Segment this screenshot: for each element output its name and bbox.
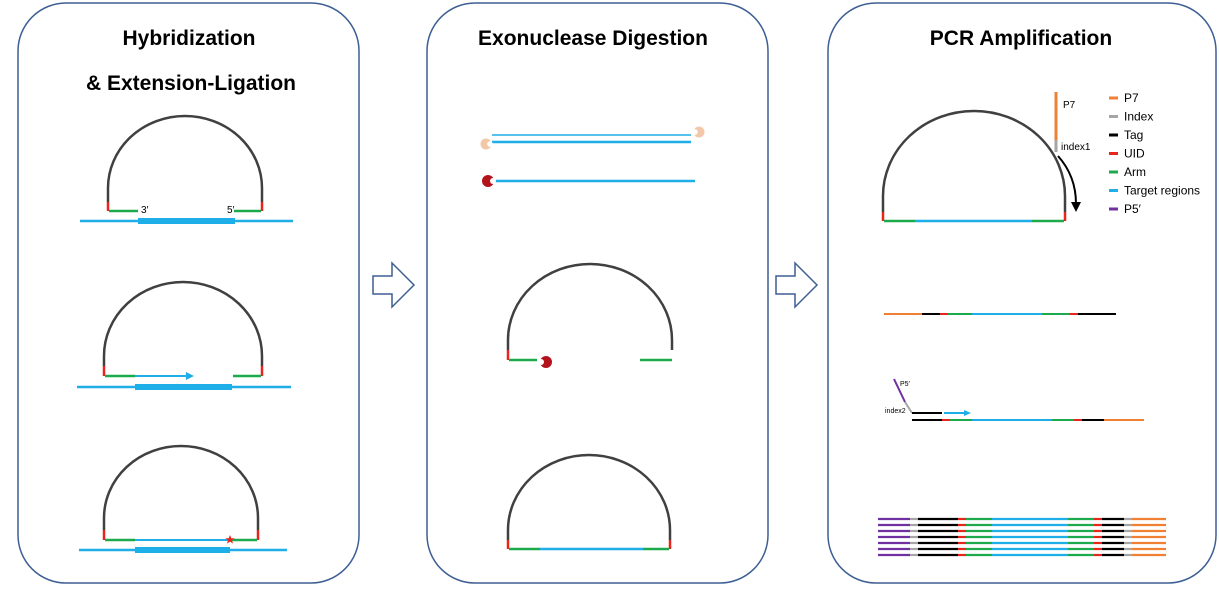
flow-arrow-2: [775, 261, 819, 309]
probe-backbone: [506, 453, 672, 540]
exonuclease-linear-digestion: [480, 126, 705, 187]
exonuclease-light-icon: [693, 126, 705, 138]
panel-2-title: Exonuclease Digestion: [478, 27, 708, 50]
probe-extension-step: [77, 280, 291, 390]
index2-primer: [904, 401, 913, 414]
extension-arrowhead-icon: [964, 410, 971, 416]
three-prime-label: 3′: [141, 205, 149, 216]
pcr-circular-template: P7 index1: [881, 92, 1091, 223]
p5-primer: [893, 378, 906, 403]
extension-arrowhead-icon: [186, 372, 194, 380]
legend-label: Index: [1124, 110, 1153, 124]
probe-backbone: [102, 444, 260, 530]
panel-1-title-line1: Hybridization: [122, 27, 255, 50]
exonuclease-dark-icon: [540, 356, 552, 368]
panel-3-title: PCR Amplification: [930, 27, 1112, 50]
probe-backbone: [102, 280, 264, 366]
panel-pcr-frame: [827, 2, 1217, 584]
ligation-star-icon: [225, 535, 235, 544]
target-region-block: [135, 547, 230, 553]
legend-label: P5′: [1124, 202, 1142, 216]
probe-ligation-step: [79, 444, 287, 553]
legend-label: P7: [1124, 91, 1139, 105]
probe-backbone: [881, 109, 1067, 212]
legend-label: Target regions: [1124, 184, 1200, 198]
legend-label: Tag: [1124, 128, 1143, 142]
circularized-probe: [506, 453, 672, 551]
five-prime-label: 5′: [227, 205, 235, 216]
exonuclease-dark-icon: [482, 175, 494, 187]
probe-backbone: [106, 114, 264, 202]
index1-label: index1: [1061, 142, 1091, 153]
pcr-second-primer-extension: P5′ index2: [885, 378, 1144, 421]
legend-label: Arm: [1124, 165, 1146, 179]
p7-label: P7: [1063, 100, 1076, 111]
probe-hybridization-step: 3′ 5′: [80, 114, 293, 224]
exonuclease-light-icon: [480, 138, 492, 150]
p5-label: P5′: [900, 381, 911, 388]
panel-hybridization-frame: [17, 2, 360, 584]
exonuclease-open-probe: [506, 262, 674, 368]
index2-label: index2: [885, 408, 906, 415]
legend-label: UID: [1124, 147, 1145, 161]
panel-1-title-line2: & Extension-Ligation: [86, 72, 296, 95]
primer-extension-arrow: [1057, 155, 1077, 205]
probe-backbone: [506, 262, 674, 350]
arrowhead-icon: [1071, 202, 1081, 212]
panel-exonuclease-frame: [426, 2, 769, 584]
target-region-block: [135, 384, 232, 390]
flow-arrow-1: [372, 261, 416, 309]
pcr-amplicon-stack: [878, 517, 1166, 557]
target-region-block: [138, 218, 235, 224]
